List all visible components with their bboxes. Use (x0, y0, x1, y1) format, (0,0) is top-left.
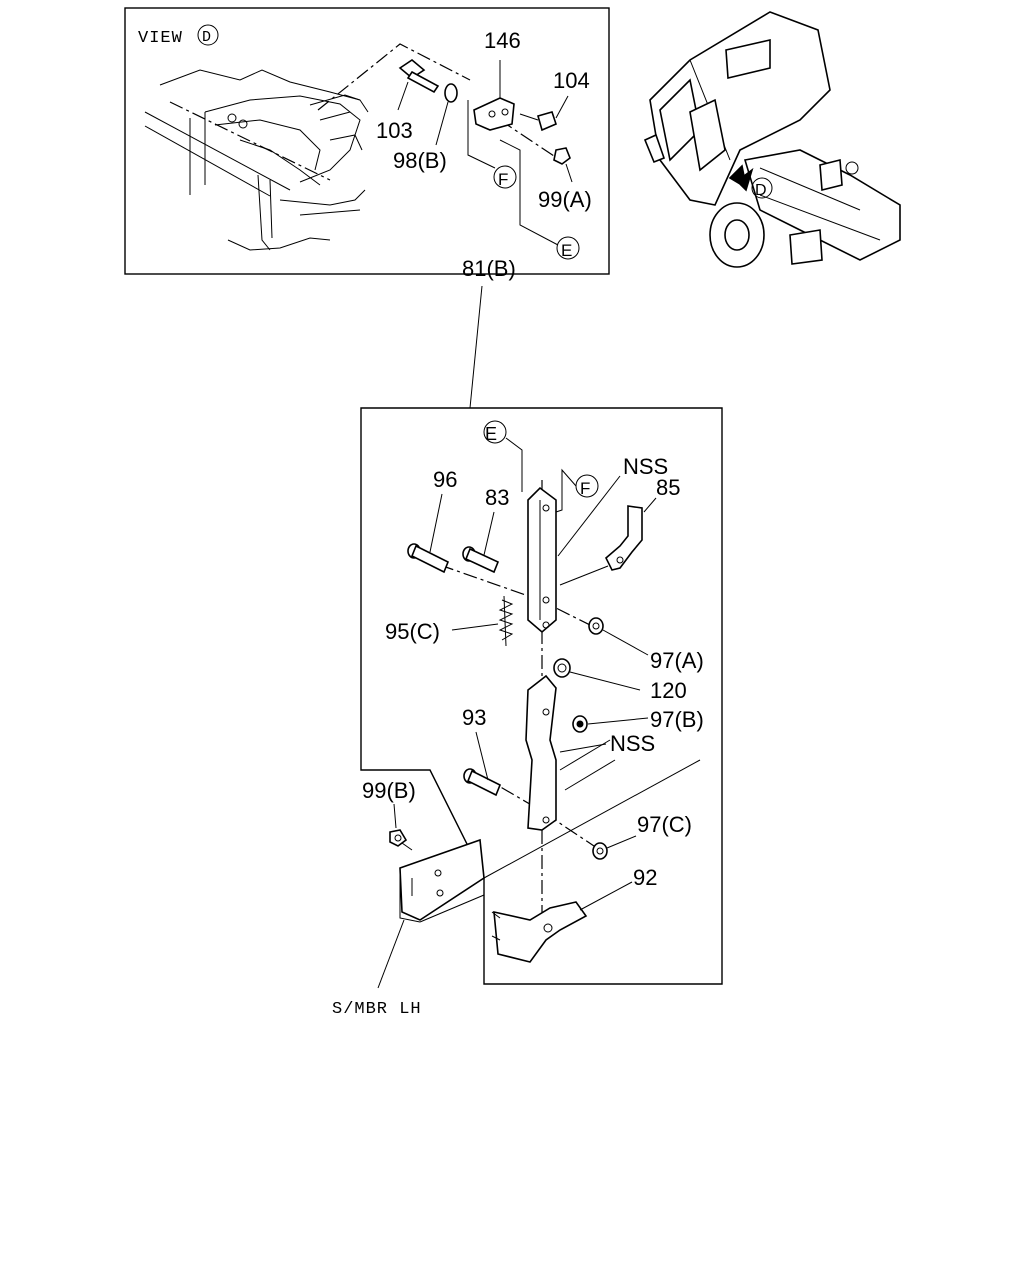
leader-85 (643, 497, 657, 513)
leader-e (499, 139, 559, 246)
view-d-ref-letter: D (202, 29, 212, 46)
callout-92: 92 (633, 865, 657, 890)
callout-104: 104 (553, 68, 590, 93)
ref-f-circle-top (493, 165, 517, 189)
ref-e-letter-top: E (561, 241, 572, 260)
callout-81b: 81(B) (462, 256, 516, 281)
spring-95c (498, 595, 514, 647)
ref-e-letter-main: E (485, 424, 497, 444)
bracket-146 (473, 60, 515, 131)
callout-85: 85 (656, 475, 680, 500)
leader-83 (483, 511, 495, 556)
leader-smbr (377, 919, 405, 989)
callout-83: 83 (485, 485, 509, 510)
callout-99b: 99(B) (362, 778, 416, 803)
callout-nss-lower: NSS (610, 731, 655, 756)
pin-96 (407, 543, 450, 574)
washer-97c (592, 835, 637, 860)
truck-ref-circle (751, 177, 773, 199)
leader-96 (429, 493, 443, 553)
ref-e-circle-top (556, 236, 580, 260)
callout-95c: 95(C) (385, 619, 440, 644)
pin-83 (462, 546, 500, 574)
leader-e-main (505, 437, 523, 492)
callout-nss-upper: NSS (623, 454, 668, 479)
callout-99a: 99(A) (538, 187, 592, 212)
ref-f-letter-top: F (498, 170, 508, 189)
leader-95c (451, 623, 499, 631)
view-d-label: VIEW (138, 29, 183, 48)
washer-97a (588, 617, 649, 656)
bracket-92 (491, 881, 633, 963)
bolt-104 (519, 95, 569, 132)
callout-96: 96 (433, 467, 457, 492)
chassis-sketch (144, 69, 369, 251)
leader-93 (475, 731, 489, 781)
callout-97c: 97(C) (637, 812, 692, 837)
nut-99a (553, 147, 573, 183)
view-d-inset: VIEW D (124, 7, 610, 275)
callout-93: 93 (462, 705, 486, 730)
bolt-103 (397, 59, 440, 111)
upper-link-arm (527, 486, 557, 634)
leader-nss-lower (559, 743, 607, 753)
leader-nss-upper (557, 475, 621, 557)
callout-smbr-lh: S/MBR LH (332, 1000, 422, 1019)
callout-146: 146 (484, 28, 521, 53)
ref-e-circle-main (483, 420, 507, 444)
leader-81b (469, 285, 483, 409)
bracket-85 (559, 505, 643, 586)
callout-103: 103 (376, 118, 413, 143)
truck-locator: D (643, 11, 901, 268)
leader-f (467, 100, 496, 169)
lower-link-arm (525, 674, 557, 831)
pin-93 (463, 768, 502, 797)
view-d-frame (124, 7, 610, 275)
washer-98b (435, 83, 458, 146)
ref-f-letter-main: F (580, 479, 590, 498)
main-axis-upper (439, 564, 601, 631)
washer-97b (572, 715, 649, 733)
washer-120 (553, 658, 641, 691)
callout-97a: 97(A) (650, 648, 704, 673)
view-d-ref-circle (197, 24, 219, 46)
inset-axis-line-2 (499, 119, 561, 161)
callout-120: 120 (650, 678, 687, 703)
main-assembly: 81(B) E F NSS 85 (332, 256, 723, 1019)
leader-f-main (555, 468, 577, 513)
assembly-frame (360, 407, 723, 985)
callout-97b: 97(B) (650, 707, 704, 732)
side-member (399, 739, 701, 923)
inset-axis-line (317, 43, 471, 111)
nut-99b (389, 803, 413, 851)
truck-ref-letter: D (755, 182, 767, 199)
callout-98b: 98(B) (393, 148, 447, 173)
